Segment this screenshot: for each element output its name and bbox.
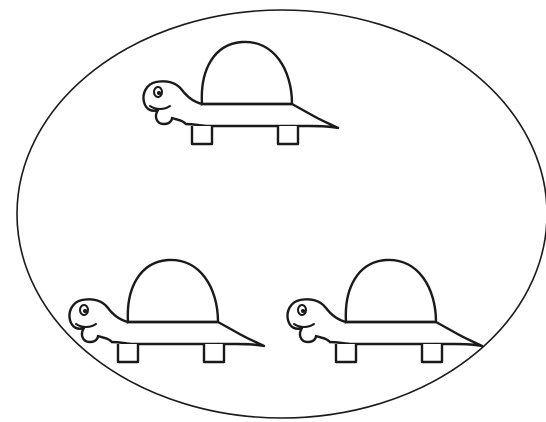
diagram-canvas — [0, 0, 546, 422]
turtle-diagram — [0, 0, 546, 422]
